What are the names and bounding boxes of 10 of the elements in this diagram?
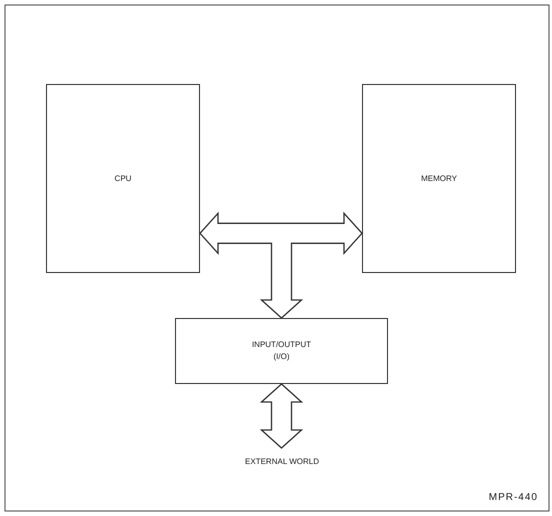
double-arrow [260, 383, 304, 449]
box-label: INPUT/OUTPUT (I/O) [250, 339, 312, 363]
bus-arrow [199, 212, 363, 319]
figure-code: MPR-440 [488, 491, 538, 505]
box-label: MEMORY [421, 172, 457, 184]
node-label: EXTERNAL WORLD [245, 456, 319, 468]
memory-box [362, 84, 516, 273]
box-label: CPU [114, 172, 132, 184]
processor-box [46, 84, 200, 273]
io-box [175, 318, 388, 384]
